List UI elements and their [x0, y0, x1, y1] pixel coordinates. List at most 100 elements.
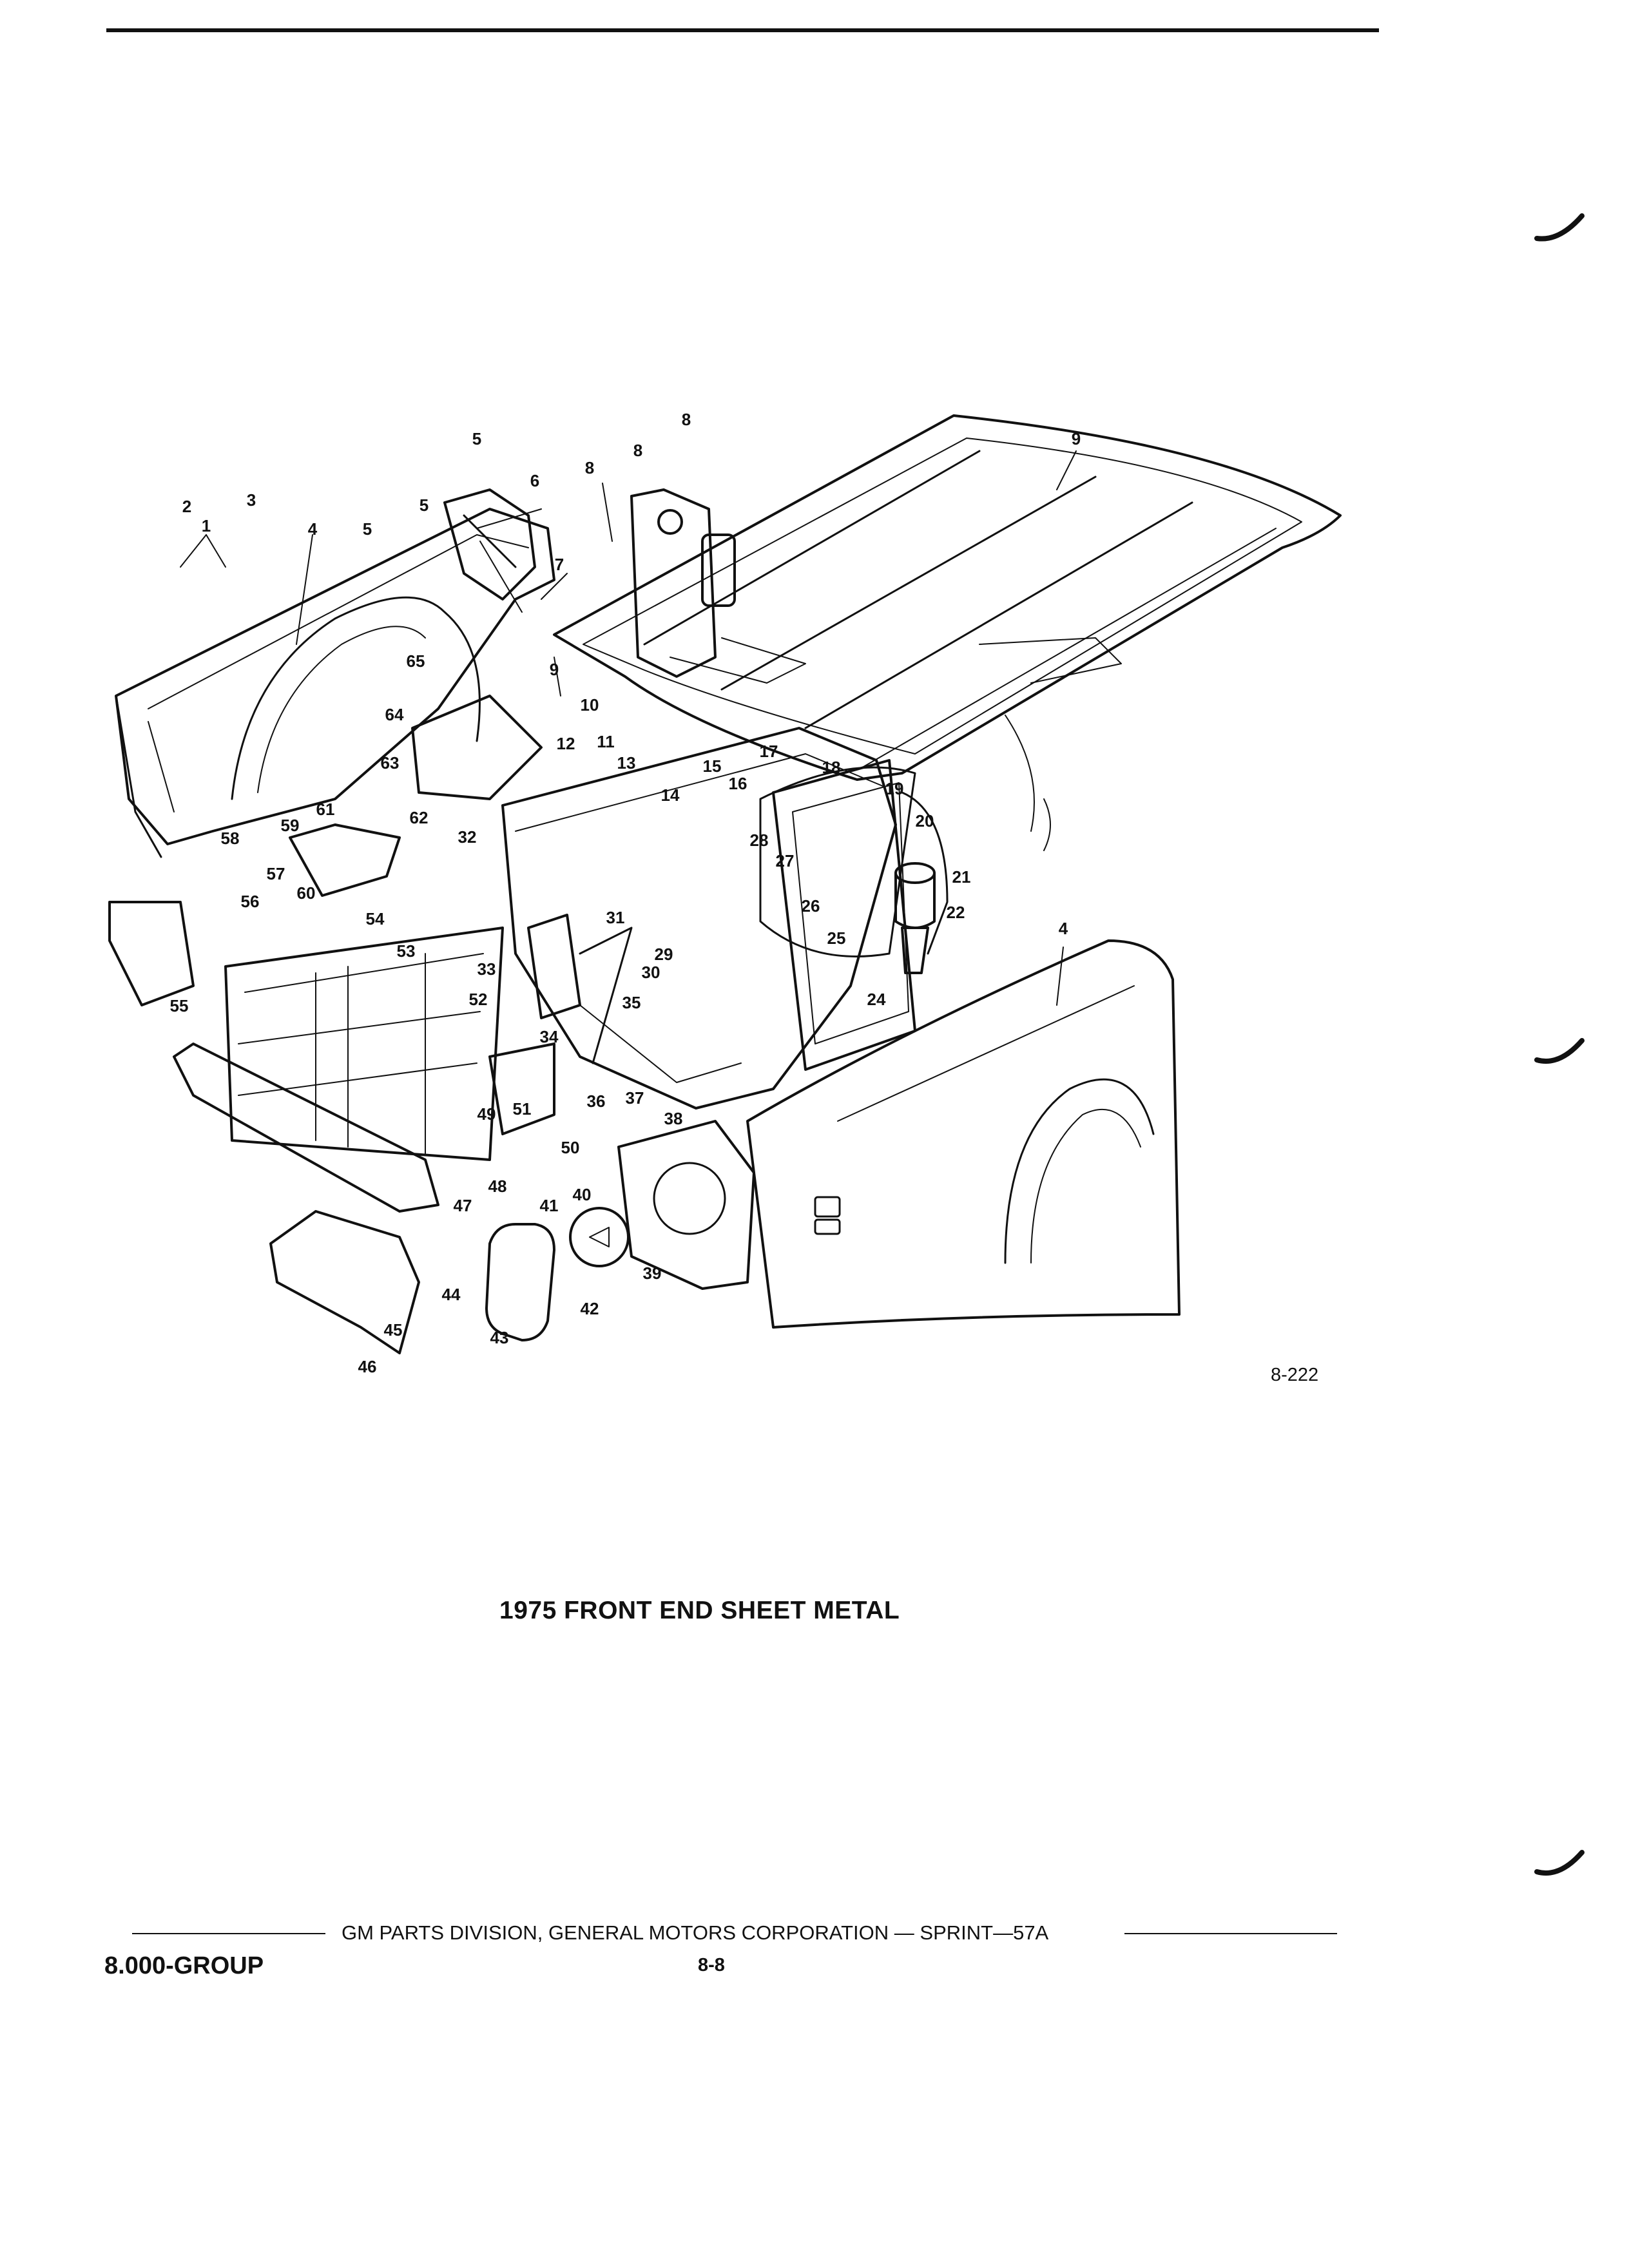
callout-42: 42	[581, 1299, 599, 1318]
lower-panel-drawing	[173, 1043, 439, 1213]
callout-43: 43	[490, 1328, 509, 1347]
callout-57: 57	[267, 864, 285, 883]
callout-36: 36	[587, 1091, 606, 1111]
headlamp-bezel-drawing	[485, 1223, 555, 1341]
callout-31: 31	[606, 908, 625, 927]
callout-50: 50	[561, 1138, 580, 1157]
splash-shield-drawing	[411, 695, 543, 800]
callout-65: 65	[407, 651, 425, 671]
callout-5: 5	[472, 429, 481, 448]
callout-14: 14	[661, 785, 680, 805]
side-marker-drawing	[108, 901, 195, 1006]
callout-24: 24	[867, 990, 886, 1009]
callout-5b: 5	[419, 495, 429, 515]
callout-55: 55	[170, 996, 189, 1015]
radiator-drawing	[772, 759, 949, 1071]
callout-20: 20	[916, 811, 934, 831]
callout-40: 40	[573, 1185, 592, 1204]
brace-rod-drawing	[579, 927, 633, 1064]
callout-48: 48	[488, 1177, 507, 1196]
headlamp-housing-drawing	[617, 1120, 755, 1290]
grille-drawing	[224, 927, 504, 1161]
callout-5c: 5	[363, 519, 372, 539]
callout-41: 41	[540, 1196, 559, 1215]
footer-page-number: 8-8	[698, 1955, 725, 1975]
callout-63: 63	[381, 753, 400, 773]
hood-drawing	[553, 414, 1342, 851]
callout-61: 61	[316, 800, 335, 819]
callout-38: 38	[664, 1109, 683, 1128]
callout-60: 60	[297, 883, 316, 903]
callout-10: 10	[581, 695, 599, 715]
callout-16: 16	[729, 774, 747, 793]
callout-37: 37	[626, 1088, 644, 1108]
callout-64: 64	[385, 705, 404, 724]
callout-7: 7	[555, 555, 564, 574]
cowl-panel-drawing	[630, 488, 736, 678]
callout-29: 29	[655, 945, 673, 964]
callout-51: 51	[513, 1099, 532, 1119]
sealed-beam-drawing	[569, 1207, 630, 1267]
callout-49: 49	[477, 1104, 496, 1124]
callout-46: 46	[358, 1357, 377, 1376]
callout-19: 19	[885, 779, 904, 798]
callout-2: 2	[182, 497, 191, 516]
reservoir-bracket-drawing	[901, 927, 929, 974]
footer-rule-left	[132, 1933, 325, 1934]
callout-59: 59	[281, 816, 300, 835]
callout-54: 54	[366, 909, 385, 928]
top-rule	[106, 28, 1379, 32]
radiator-support-drawing	[501, 727, 897, 1110]
callout-53: 53	[397, 941, 416, 961]
callout-56: 56	[241, 892, 260, 911]
callout-9b: 9	[550, 660, 559, 679]
callout-28: 28	[750, 831, 769, 850]
callout-58: 58	[221, 829, 240, 848]
binder-hole-mark	[1534, 1850, 1585, 1876]
callout-15: 15	[703, 756, 722, 776]
callout-30: 30	[642, 963, 660, 982]
callout-9: 9	[1072, 429, 1081, 448]
callout-8: 8	[682, 410, 691, 429]
callout-47: 47	[454, 1196, 472, 1215]
hood-hinge-drawing	[443, 488, 542, 601]
binder-hole-mark	[1534, 213, 1585, 242]
callout-18: 18	[822, 758, 841, 777]
callout-39: 39	[643, 1264, 662, 1283]
callout-35: 35	[622, 993, 641, 1012]
left-fender-drawing	[115, 508, 555, 858]
callout-22: 22	[947, 903, 965, 922]
callout-12: 12	[557, 734, 575, 753]
binder-hole-mark	[1534, 1038, 1585, 1064]
callout-11: 11	[597, 732, 615, 751]
callout-13: 13	[617, 753, 636, 773]
callout-62: 62	[410, 808, 429, 827]
callout-3: 3	[247, 490, 256, 510]
footer-group-label: 8.000-GROUP	[104, 1952, 264, 1979]
callout-4: 4	[308, 519, 318, 539]
figure-number: 8-222	[1271, 1365, 1319, 1385]
footer-corporation-line: GM PARTS DIVISION, GENERAL MOTORS CORPOR…	[342, 1921, 1049, 1944]
callout-44: 44	[442, 1285, 461, 1304]
callout-8b: 8	[633, 441, 642, 460]
callout-6: 6	[530, 471, 539, 490]
footer-rule-right	[1124, 1933, 1337, 1934]
callout-26: 26	[802, 896, 820, 916]
callout-33: 33	[477, 959, 496, 979]
exploded-parts-diagram: 1 2 3 4 4 5 5 5 6 7 8 8 8 9 9 10 11 12 1…	[108, 410, 1342, 1376]
park-lamp-drawing	[488, 1043, 555, 1135]
filler-panel-drawing	[269, 1210, 420, 1354]
right-fender-drawing	[746, 939, 1181, 1329]
callout-25: 25	[827, 928, 846, 948]
callout-45: 45	[384, 1320, 403, 1340]
diagram-caption: 1975 FRONT END SHEET METAL	[499, 1597, 900, 1624]
callout-4b: 4	[1059, 919, 1068, 938]
callout-21: 21	[952, 867, 971, 887]
support-bracket-drawing	[527, 914, 581, 1019]
callout-27: 27	[776, 851, 795, 870]
fan-shroud-drawing	[759, 766, 916, 957]
callout-17: 17	[760, 742, 778, 761]
callout-32: 32	[458, 827, 477, 847]
callout-1: 1	[202, 516, 211, 535]
callout-52: 52	[469, 990, 488, 1009]
